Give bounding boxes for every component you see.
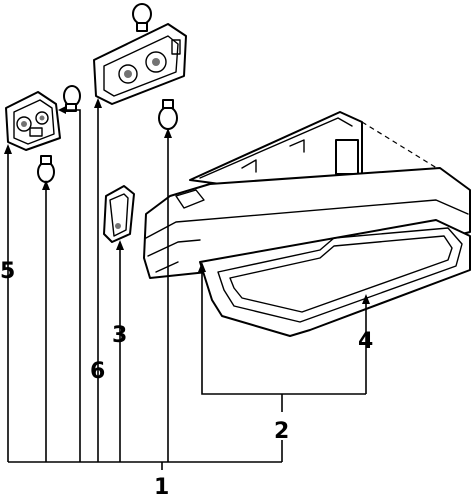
part-3-bracket — [103, 185, 135, 243]
bulb-icon — [158, 99, 178, 130]
part-6-upper-socket-housing — [93, 23, 187, 105]
bulb-icon — [37, 155, 55, 183]
callout-3: 3 — [112, 323, 127, 348]
callout-1: 1 — [154, 475, 169, 500]
callout-5: 5 — [0, 259, 15, 284]
bulb-icon — [132, 3, 152, 32]
callout-2: 2 — [274, 419, 289, 444]
part-4-lens — [199, 219, 471, 337]
callout-4: 4 — [358, 329, 373, 354]
leader-lines — [4, 98, 370, 470]
rear-housing-panel — [189, 111, 441, 197]
part-5-small-socket-housing — [5, 91, 61, 151]
bulb-icon — [63, 85, 81, 112]
callout-6: 6 — [90, 359, 105, 384]
